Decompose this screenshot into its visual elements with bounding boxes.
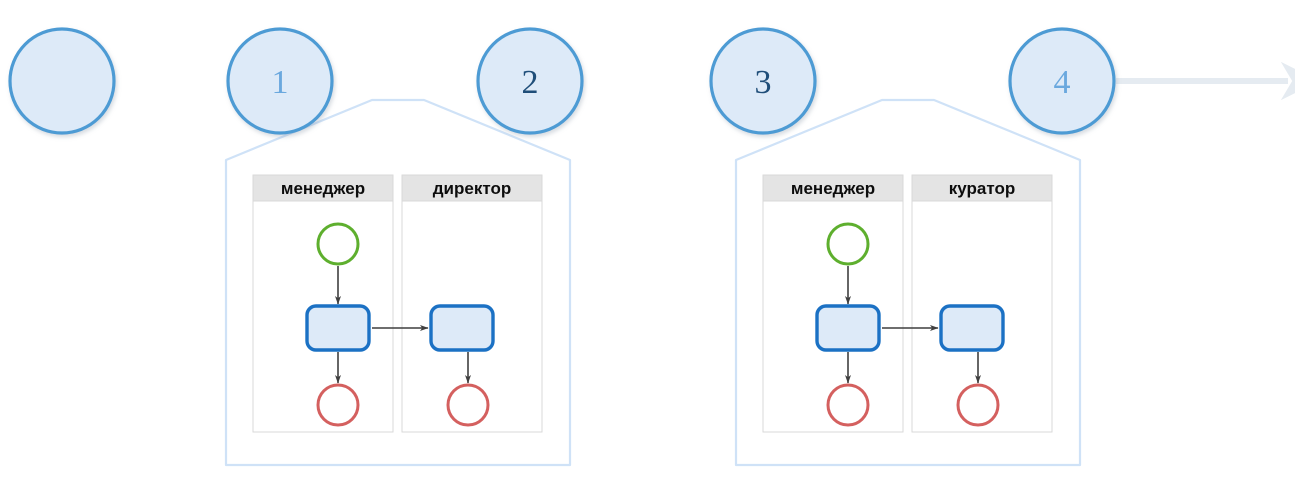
chain-node-3[interactable]: 3 [709, 27, 817, 135]
task-rounded-rect[interactable] [939, 304, 1005, 352]
swimlane-title: менеджер [281, 179, 365, 198]
chain-node-label: 4 [1054, 64, 1071, 101]
swimlane-менеджер: менеджер [252, 174, 394, 433]
swimlane-title: менеджер [791, 179, 875, 198]
end-event-circle[interactable] [956, 383, 1000, 427]
swimlane-title: куратор [949, 179, 1015, 198]
chain-node-circle [709, 27, 817, 135]
chain-node-4[interactable]: 4 [1008, 27, 1116, 135]
chain-node-label: 2 [522, 64, 539, 101]
chain-node-circle [476, 27, 584, 135]
chain-node-circle [226, 27, 334, 135]
start-event-circle[interactable] [826, 222, 870, 266]
swimlane-директор: директор [401, 174, 543, 433]
callout-left-content: менеджер директор [252, 174, 543, 433]
task-rounded-rect[interactable] [305, 304, 371, 352]
swimlane-title: директор [433, 179, 511, 198]
swimlane-header [401, 174, 543, 202]
chain-node-circle [1008, 27, 1116, 135]
swimlane-body [252, 174, 394, 433]
callout-right-content: менеджер куратор [762, 174, 1053, 433]
task-rounded-rect[interactable] [429, 304, 495, 352]
chain-node-start[interactable] [8, 27, 116, 135]
task-rounded-rect[interactable] [815, 304, 881, 352]
end-event-circle[interactable] [446, 383, 490, 427]
swimlane-куратор: куратор [911, 174, 1053, 433]
swimlane-header [762, 174, 904, 202]
chain-node-1[interactable]: 1 [226, 27, 334, 135]
chain-node-circle [8, 27, 116, 135]
swimlane-менеджер: менеджер [762, 174, 904, 433]
chain-node-label: 3 [755, 64, 772, 101]
swimlane-header [252, 174, 394, 202]
swimlane-body [762, 174, 904, 433]
chain-node-label: 1 [272, 64, 289, 101]
end-event-circle[interactable] [826, 383, 870, 427]
start-event-circle[interactable] [316, 222, 360, 266]
end-event-circle[interactable] [316, 383, 360, 427]
chain-nodes-group: 1 2 3 4 [8, 27, 1116, 135]
chain-node-2[interactable]: 2 [476, 27, 584, 135]
swimlane-header [911, 174, 1053, 202]
